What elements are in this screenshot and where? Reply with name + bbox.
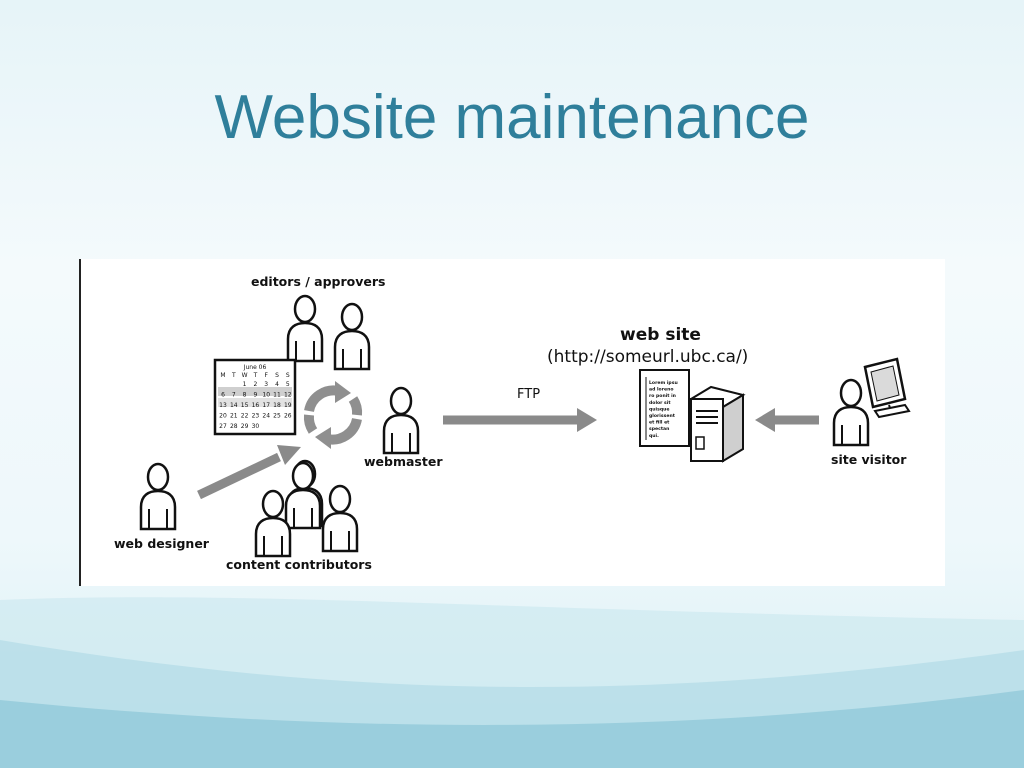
document-text-line: ro ponit in [649, 393, 676, 399]
calendar-day-header: F [264, 372, 268, 379]
document-text-line: qui. [649, 433, 659, 439]
person-icon [139, 462, 177, 531]
document-text-line: glorissent [649, 413, 676, 419]
calendar-day-header: W [242, 372, 248, 379]
calendar-day-header: T [231, 372, 236, 379]
document-text-line: Lorem ipsu [649, 380, 678, 386]
person-icon [286, 294, 324, 363]
calendar-date: 24 [262, 413, 270, 420]
calendar-date: 8 [243, 392, 247, 399]
site-visitor-label: site visitor [831, 452, 907, 467]
document-text-line: spectan [649, 426, 669, 432]
calendar-date: 15 [241, 402, 249, 409]
calendar-date: 25 [273, 413, 281, 420]
person-icon [382, 386, 420, 455]
person-icon [832, 378, 870, 447]
calendar-day-header: M [220, 372, 225, 379]
content-contributors-label: content contributors [226, 557, 372, 572]
calendar-date: 13 [219, 402, 227, 409]
calendar-date: 30 [252, 423, 260, 430]
calendar-date: 3 [264, 381, 268, 388]
calendar-date: 2 [253, 381, 257, 388]
calendar-date: 17 [262, 402, 270, 409]
monitor-icon [863, 357, 911, 419]
calendar-date: 28 [230, 423, 238, 430]
calendar-month: June 06 [243, 364, 267, 371]
calendar-date: 9 [253, 392, 257, 399]
calendar-date: 10 [262, 392, 270, 399]
web-site-label: web site [620, 325, 701, 345]
calendar-date: 18 [273, 402, 281, 409]
person-icon [333, 302, 371, 371]
webmaster-label: webmaster [364, 454, 443, 469]
arrow-icon [443, 408, 597, 432]
web-designer-label: web designer [114, 536, 209, 551]
calendar-date: 26 [284, 413, 292, 420]
calendar-date: 19 [284, 402, 292, 409]
arrow-icon [197, 445, 301, 500]
document-text-line: quisque [649, 406, 670, 412]
calendar-date: 21 [230, 413, 238, 420]
calendar-date: 5 [286, 381, 290, 388]
editors-label: editors / approvers [251, 274, 386, 289]
calendar-date: 20 [219, 413, 227, 420]
calendar-day-header: T [253, 372, 258, 379]
calendar-day-header: S [275, 372, 279, 379]
document-text-line: dolor sit [649, 400, 671, 406]
calendar-date: 4 [275, 381, 279, 388]
ftp-label: FTP [517, 387, 541, 402]
calendar-date: 27 [219, 423, 227, 430]
server-icon [688, 385, 746, 463]
calendar-date: 7 [232, 392, 236, 399]
slide-title: Website maintenance [214, 83, 810, 152]
calendar-date: 14 [230, 402, 238, 409]
person-icon [254, 489, 292, 558]
diagram-left-border [79, 259, 81, 586]
calendar-date: 6 [221, 392, 225, 399]
calendar-date: 22 [241, 413, 249, 420]
calendar-date: 11 [273, 392, 281, 399]
site-url-label: (http://someurl.ubc.ca/) [547, 347, 749, 367]
calendar-date: 12 [284, 392, 292, 399]
calendar-day-header: S [286, 372, 290, 379]
calendar-date: 16 [252, 402, 260, 409]
arrow-icon [755, 408, 819, 432]
calendar-date: 23 [252, 413, 260, 420]
person-icon [321, 484, 359, 553]
document-text-line: ad loreno [649, 387, 674, 393]
calendar-date: 29 [241, 423, 249, 430]
document-text-line: et fill et [649, 420, 670, 426]
calendar-date: 1 [243, 381, 247, 388]
refresh-cycle-icon [303, 381, 363, 449]
